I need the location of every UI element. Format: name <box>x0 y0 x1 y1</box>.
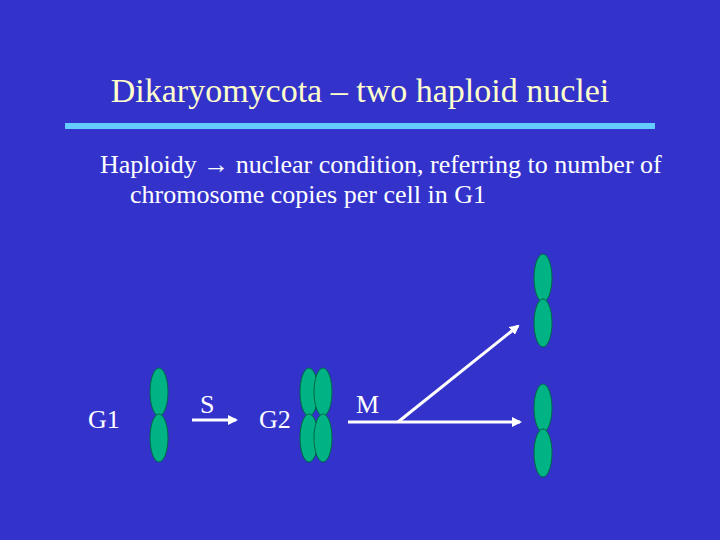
phase-arrow <box>192 326 520 422</box>
definition-text: Haploidy → nuclear condition, referring … <box>100 150 670 210</box>
chromosome <box>150 254 552 477</box>
phase-label: G2 <box>259 405 291 435</box>
phase-label: G1 <box>88 405 120 435</box>
title-rule <box>65 123 655 129</box>
phase-label: M <box>356 390 379 420</box>
slide-title: Dikaryomycota – two haploid nuclei <box>20 72 700 109</box>
phase-label: S <box>200 390 214 420</box>
